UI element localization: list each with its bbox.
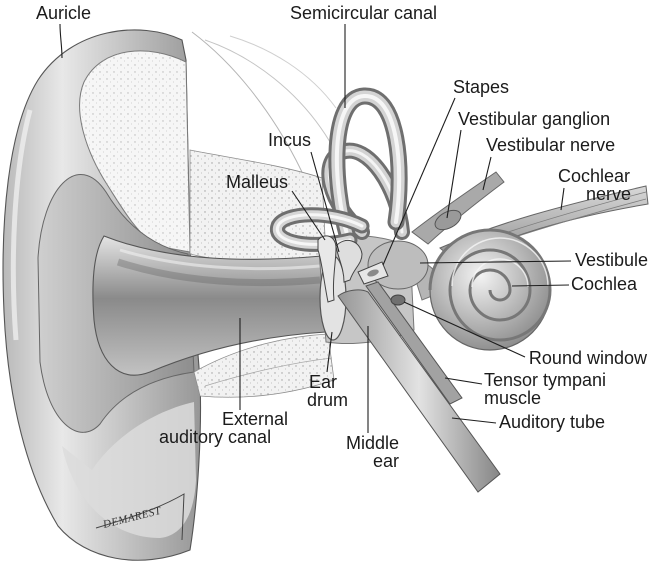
labels: Auricle Semicircular canal Stapes Vestib… [36, 3, 648, 471]
stapes [357, 261, 389, 285]
label-auditory-tube: Auditory tube [499, 412, 605, 432]
leader-line-vestibule [419, 260, 572, 264]
leader-line-round-window [403, 301, 526, 358]
label-cochlea: Cochlea [571, 274, 638, 294]
leader-line-ear-drum [326, 331, 333, 373]
label-tensor-tympani-muscle-line1: Tensor tympani [484, 370, 606, 390]
leader-line-cochlea [511, 284, 570, 287]
semicircular-canal [270, 87, 410, 252]
label-auricle: Auricle [36, 3, 91, 23]
label-incus: Incus [268, 130, 311, 150]
leader-line-vestibular-ganglion [446, 129, 462, 219]
label-semicircular-canal: Semicircular canal [290, 3, 437, 23]
label-external-auditory-canal-line1: External [222, 409, 288, 429]
tensor-tympani-muscle [365, 281, 463, 405]
external-auditory-canal [92, 235, 327, 376]
leader-line-auricle [59, 23, 63, 59]
vestibular-ganglion [434, 209, 462, 231]
label-malleus: Malleus [226, 172, 288, 192]
label-vestibule: Vestibule [575, 250, 648, 270]
label-cochlear-nerve-line2: nerve [586, 184, 631, 204]
leader-line-vestibular-nerve [482, 156, 492, 191]
label-vestibular-ganglion: Vestibular ganglion [458, 109, 610, 129]
leader-lines [59, 23, 572, 433]
leader-line-stapes [382, 97, 456, 266]
label-middle-ear-line2: ear [373, 451, 399, 471]
cochlea [409, 228, 552, 351]
label-ear-drum-line1: Ear [309, 372, 337, 392]
leader-line-cochlear-nerve [560, 187, 565, 211]
leader-line-auditory-tube [451, 417, 497, 424]
label-middle-ear-line1: Middle [346, 433, 399, 453]
leader-line-malleus [291, 190, 326, 241]
incus [335, 239, 363, 283]
temporal-bone [189, 149, 335, 398]
label-cochlear-nerve-line1: Cochlear [558, 166, 630, 186]
label-tensor-tympani-muscle-line2: muscle [484, 388, 541, 408]
leader-line-incus [310, 151, 340, 253]
label-round-window: Round window [529, 348, 648, 368]
auditory-tube [337, 289, 501, 493]
label-ear-drum-line2: drum [307, 390, 348, 410]
round-window [390, 294, 406, 306]
label-stapes: Stapes [453, 77, 509, 97]
label-vestibular-nerve: Vestibular nerve [486, 135, 615, 155]
skull-outline [191, 31, 337, 173]
malleus [317, 235, 337, 303]
label-external-auditory-canal-line2: auditory canal [159, 427, 271, 447]
leader-line-tensor-tympani-muscle [444, 377, 483, 385]
